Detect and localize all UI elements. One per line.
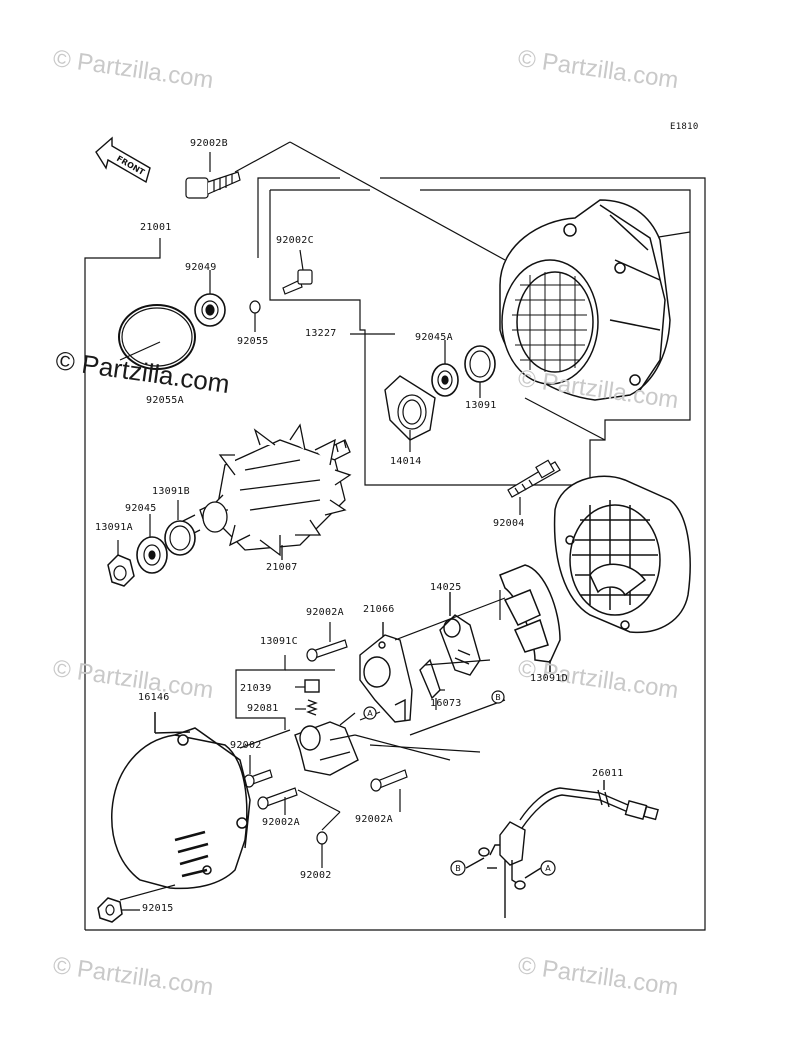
brush-holder-14025: [439, 592, 481, 676]
screw-92002-bottom: [316, 831, 328, 868]
label-92002A-2: 92002A: [262, 817, 300, 828]
rotor-21007: [174, 423, 352, 560]
collar-13091B: [164, 500, 196, 556]
label-13227: 13227: [305, 328, 337, 339]
label-14014: 14014: [390, 456, 422, 467]
nut-92015: [97, 884, 176, 923]
label-13091B: 13091B: [152, 486, 190, 497]
label-92049: 92049: [185, 262, 217, 273]
ref-circle-b-2: B: [450, 860, 466, 876]
callout-13091C: [235, 655, 335, 730]
label-92045A: 92045A: [415, 332, 453, 343]
regulator-13091D: [499, 564, 561, 672]
label-92045: 92045: [125, 503, 157, 514]
brush-21039: [295, 679, 320, 693]
label-92002B: 92002B: [190, 138, 228, 149]
screw-92002A-left: [257, 787, 298, 815]
label-92002A-3: 92002A: [355, 814, 393, 825]
brush-holder-base: [294, 721, 359, 776]
label-16073: 16073: [430, 698, 462, 709]
ref-circle-a-2: A: [540, 860, 556, 876]
ref-circle-a-1: A: [363, 706, 377, 720]
screw-92002A-right: [370, 769, 408, 812]
o-ring-92055A: [118, 304, 196, 370]
label-13091A: 13091A: [95, 522, 133, 533]
bearing-92045: [136, 514, 168, 574]
label-92004: 92004: [493, 518, 525, 529]
plate-14014: [384, 375, 436, 452]
stud-92004: [507, 459, 561, 515]
bolt-92002C: [282, 249, 313, 295]
collar-13091: [464, 345, 496, 398]
bolt-92002B: [185, 152, 241, 199]
bearing-92045A: [431, 340, 459, 397]
screw-92002A-top: [306, 622, 348, 662]
end-cover-16146: [111, 712, 251, 890]
holder-21066: [359, 622, 413, 723]
screw-92002-left: [243, 755, 273, 788]
label-92055A: 92055A: [146, 395, 184, 406]
label-21039: 21039: [240, 683, 272, 694]
label-13091: 13091: [465, 400, 497, 411]
o-ring-92055: [249, 300, 261, 332]
rear-cover: [553, 475, 691, 634]
label-92081: 92081: [247, 703, 279, 714]
nut-13091A: [107, 540, 135, 587]
ref-b-label-1: B: [495, 693, 501, 702]
label-26011: 26011: [592, 768, 624, 779]
label-16146: 16146: [138, 692, 170, 703]
front-arrow-icon: FRONT: [95, 136, 151, 184]
spring-92081: [295, 699, 318, 716]
bearing-92049: [194, 270, 226, 327]
label-92002-2: 92002: [300, 870, 332, 881]
assembly-outline: [84, 141, 706, 931]
label-13091C: 13091C: [260, 636, 298, 647]
label-21001: 21001: [140, 222, 172, 233]
label-92002A-1: 92002A: [306, 607, 344, 618]
insulator-16073: [419, 658, 445, 710]
ref-circle-b-1: B: [491, 690, 505, 704]
label-92055: 92055: [237, 336, 269, 347]
label-92002C: 92002C: [276, 235, 314, 246]
wire-harness-26011: [465, 780, 659, 918]
label-92002-1: 92002: [230, 740, 262, 751]
label-14025: 14025: [430, 582, 462, 593]
label-21066: 21066: [363, 604, 395, 615]
ref-a-label-1: A: [367, 709, 373, 718]
label-21007: 21007: [266, 562, 298, 573]
ref-a-label-2: A: [545, 864, 551, 873]
label-92015: 92015: [142, 903, 174, 914]
ref-b-label-2: B: [455, 864, 461, 873]
alternator-housing: [499, 199, 671, 401]
reference-lines: [239, 590, 506, 831]
diagram-code: E1810: [670, 122, 699, 132]
label-13091D: 13091D: [530, 673, 568, 684]
